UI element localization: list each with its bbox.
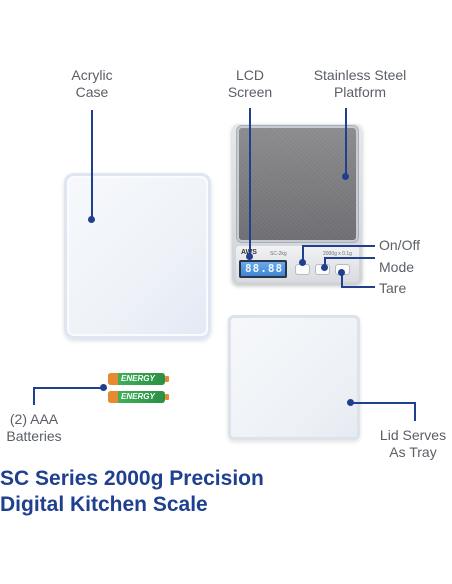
lid-tray-image <box>228 315 360 440</box>
batteries-leader-vertical <box>33 387 35 405</box>
batteries-marker <box>100 384 107 391</box>
mode-leader-horizontal <box>324 257 375 259</box>
tare-leader-vertical <box>341 270 343 287</box>
on-off-marker <box>299 259 306 266</box>
lcd-reading: 88.88 <box>245 262 284 275</box>
stainless-platform-image <box>239 128 356 240</box>
product-title-line2: Digital Kitchen Scale <box>0 493 208 516</box>
on-off-leader-horizontal <box>302 245 375 247</box>
tare-leader-horizontal <box>341 286 375 288</box>
platform-marker <box>342 173 349 180</box>
acrylic-case-image <box>64 173 211 339</box>
acrylic-case-label: Acrylic Case <box>71 67 113 100</box>
on-off-leader-vertical <box>302 246 304 264</box>
battery-image-1: ENERGY <box>108 373 169 385</box>
scale-brand-logo: AWS <box>241 249 257 256</box>
lid-leader-horizontal <box>350 402 416 404</box>
product-title-line1: SC Series 2000g Precision <box>0 467 264 490</box>
platform-label: Stainless Steel Platform <box>313 67 407 100</box>
battery-image-2: ENERGY <box>108 391 169 403</box>
lid-leader-vertical <box>414 402 416 421</box>
batteries-label: (2) AAA Batteries <box>6 411 62 444</box>
acrylic-case-marker <box>88 216 95 223</box>
platform-leader-line <box>345 108 347 177</box>
tare-label: Tare <box>379 280 407 296</box>
scale-model-text: SC-2kg <box>270 251 287 257</box>
on-off-label: On/Off <box>379 237 420 253</box>
mode-leader-vertical <box>324 258 326 266</box>
battery-brand-1: ENERGY <box>121 374 155 383</box>
lid-label: Lid Serves As Tray <box>379 427 447 460</box>
on-off-button-image <box>296 265 309 274</box>
batteries-leader-horizontal <box>33 387 103 389</box>
tare-marker <box>338 269 345 276</box>
battery-brand-2: ENERGY <box>121 392 155 401</box>
acrylic-case-leader-line <box>91 110 93 220</box>
lid-marker <box>347 399 354 406</box>
lcd-screen-label: LCD Screen <box>227 67 273 100</box>
product-title: SC Series 2000g Precision Digital Kitche… <box>0 466 452 518</box>
scale-capacity-text: 2000g x 0.1g <box>323 251 352 257</box>
mode-label: Mode <box>379 259 415 275</box>
lcd-marker <box>246 253 253 260</box>
lcd-leader-line <box>249 108 251 256</box>
mode-marker <box>321 264 328 271</box>
lcd-screen-image: 88.88 <box>239 260 287 278</box>
